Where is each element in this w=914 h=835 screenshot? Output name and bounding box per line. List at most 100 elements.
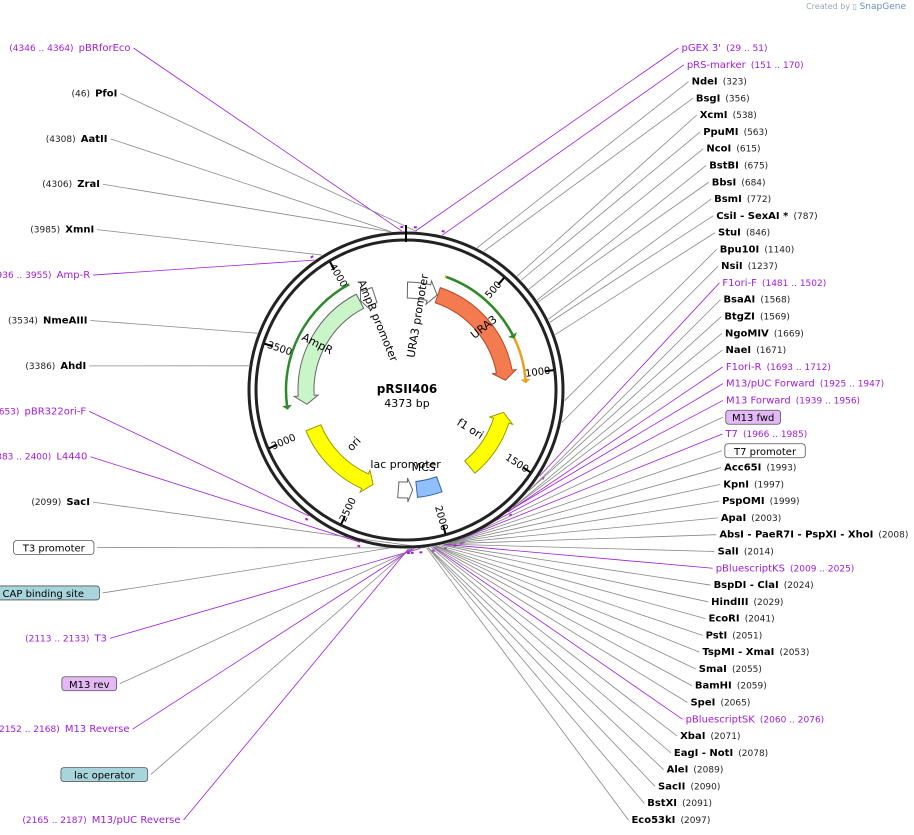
feature-ura3[interactable] <box>434 286 518 381</box>
site-t3-promoter[interactable]: T3 promoter <box>13 540 95 555</box>
site-alei[interactable]: AleI (2089) <box>667 758 724 777</box>
site-bamhi[interactable]: BamHI (2059) <box>695 674 767 693</box>
site-bsgi[interactable]: BsgI (356) <box>696 86 750 105</box>
primer-mark <box>441 230 445 233</box>
tick-mark <box>442 524 447 534</box>
site-cap-binding-site[interactable]: CAP binding site <box>0 585 100 601</box>
site-bpu10i[interactable]: Bpu10I (1140) <box>720 237 795 256</box>
site-xcmi[interactable]: XcmI (538) <box>700 103 757 122</box>
site-apai[interactable]: ApaI (2003) <box>721 506 781 525</box>
site-bstbi[interactable]: BstBI (675) <box>709 153 768 172</box>
site-m13-reverse[interactable]: (2152 .. 2168) M13 Reverse <box>0 717 130 736</box>
site-eagi-noti[interactable]: EagI - NotI (2078) <box>674 741 768 760</box>
site-name: L4440 <box>56 452 87 463</box>
site-name: M13 Forward <box>726 395 791 406</box>
site-bstxi[interactable]: BstXI (2091) <box>647 791 712 810</box>
site-text: XbaI (2071) <box>680 724 740 743</box>
feature-lac-promoter[interactable] <box>397 477 414 503</box>
site-sali[interactable]: SalI (2014) <box>718 539 774 558</box>
site-psti[interactable]: PstI (2051) <box>706 623 763 642</box>
site-position: (1569) <box>760 313 790 323</box>
site-text: SacII (2090) <box>658 774 720 793</box>
site-f1ori-f[interactable]: F1ori-F (1481 .. 1502) <box>722 271 826 290</box>
site-ncoi[interactable]: NcoI (615) <box>706 137 760 156</box>
site-t3[interactable]: (2113 .. 2133) T3 <box>25 626 107 645</box>
feature-f1-ori[interactable] <box>463 411 514 474</box>
site-amp-r[interactable]: (3936 .. 3955) Amp-R <box>0 263 90 282</box>
site-aatii[interactable]: (4308) AatII <box>46 127 108 146</box>
feature-ura3-promoter[interactable] <box>406 279 438 306</box>
site-ppumi[interactable]: PpuMI (563) <box>703 120 768 139</box>
site-ndei[interactable]: NdeI (323) <box>692 70 747 89</box>
site-bbsi[interactable]: BbsI (684) <box>712 170 766 189</box>
site-position: (2029) <box>754 598 784 608</box>
leader-line <box>441 544 709 603</box>
site-name: pBluescriptKS <box>716 563 785 574</box>
feature-ori[interactable] <box>305 424 374 494</box>
site-smai[interactable]: SmaI (2055) <box>699 657 762 676</box>
site-ecori[interactable]: EcoRI (2041) <box>709 607 775 626</box>
site-ngomiv[interactable]: NgoMIV (1669) <box>725 321 804 340</box>
site-pfoi[interactable]: (46) PfoI <box>71 81 117 100</box>
site-name: M13 Reverse <box>65 724 130 735</box>
site-naei[interactable]: NaeI (1671) <box>726 338 787 357</box>
site-nmeaiii[interactable]: (3534) NmeAIII <box>8 308 88 327</box>
site-bspdi-clai[interactable]: BspDI - ClaI (2024) <box>714 573 814 592</box>
site-spei[interactable]: SpeI (2065) <box>690 691 750 710</box>
tick-mark <box>264 342 274 348</box>
site-pbluescriptks[interactable]: pBluescriptKS (2009 .. 2025) <box>716 556 855 575</box>
site-t7[interactable]: T7 (1966 .. 1985) <box>724 422 807 441</box>
site-m13-puc-reverse[interactable]: (2165 .. 2187) M13/pUC Reverse <box>22 808 180 827</box>
leader-line <box>513 349 723 508</box>
site-bsaai[interactable]: BsaAI (1568) <box>723 288 790 307</box>
site-csii-sexai-[interactable]: CsiI - SexAI * (787) <box>716 204 817 223</box>
leader-line <box>561 265 719 423</box>
site-eco53ki[interactable]: Eco53kI (2097) <box>631 808 710 827</box>
site-xbai[interactable]: XbaI (2071) <box>680 724 740 743</box>
site-btgzi[interactable]: BtgZI (1569) <box>724 305 790 324</box>
orf-arrowhead <box>282 404 292 410</box>
site-bsmi[interactable]: BsmI (772) <box>714 187 771 206</box>
site-l4440[interactable]: (2383 .. 2400) L4440 <box>0 445 87 464</box>
feature-ampr[interactable] <box>292 293 365 405</box>
site-text: (2165 .. 2187) M13/pUC Reverse <box>22 808 180 827</box>
site-t7-promoter[interactable]: T7 promoter <box>724 443 806 459</box>
site-lac-operator[interactable]: lac operator <box>60 767 149 782</box>
leader-line <box>119 548 415 685</box>
credit-prefix: Created by <box>806 2 851 11</box>
site-f1ori-r[interactable]: F1ori-R (1693 .. 1712) <box>726 355 831 374</box>
site-pspomi[interactable]: PspOMI (1999) <box>722 489 799 508</box>
site-acc65i[interactable]: Acc65I (1993) <box>724 456 796 475</box>
site-xmni[interactable]: (3985) XmnI <box>30 218 94 237</box>
site-nsii[interactable]: NsiI (1237) <box>721 254 778 273</box>
site-name: T3 promoter <box>22 544 86 555</box>
credit-brand: SnapGene <box>859 2 906 12</box>
site-m13-rev[interactable]: M13 rev <box>61 676 118 692</box>
site-sacii[interactable]: SacII (2090) <box>658 774 720 793</box>
leader-line <box>414 47 679 232</box>
site-m13-puc-forward[interactable]: M13/pUC Forward (1925 .. 1947) <box>726 372 884 391</box>
site-pbr322ori-f[interactable]: (2634 .. 2653) pBR322ori-F <box>0 399 86 418</box>
site-m13-fwd[interactable]: M13 fwd <box>725 409 781 425</box>
site-pbluescriptsk[interactable]: pBluescriptSK (2060 .. 2076) <box>686 707 825 726</box>
site-tspmi-xmai[interactable]: TspMI - XmaI (2053) <box>702 640 809 659</box>
site-pbrforeco[interactable]: (4346 .. 4364) pBRforEco <box>9 36 130 55</box>
site-stui[interactable]: StuI (846) <box>718 221 770 240</box>
site-kpni[interactable]: KpnI (1997) <box>723 472 784 491</box>
site-pgex-3-[interactable]: pGEX 3' (29 .. 51) <box>681 36 767 55</box>
site-saci[interactable]: (2099) SacI <box>31 490 90 509</box>
site-ahdi[interactable]: (3386) AhdI <box>25 354 86 373</box>
feature-ampr-promoter[interactable] <box>359 286 378 310</box>
site-position: (2055) <box>732 665 762 675</box>
site-m13-forward[interactable]: M13 Forward (1939 .. 1956) <box>726 388 860 407</box>
site-name: BtgZI <box>724 312 755 323</box>
site-position: (684) <box>741 178 765 188</box>
site-hindiii[interactable]: HindIII (2029) <box>711 590 783 609</box>
leader-line <box>458 416 723 541</box>
feature-mcs[interactable] <box>415 476 443 498</box>
tick-label: 2500 <box>338 496 359 524</box>
site-zrai[interactable]: (4306) ZraI <box>42 172 100 191</box>
site-absi-paer7i-pspxi-xhoi[interactable]: AbsI - PaeR7I - PspXI - XhoI (2008) <box>719 523 908 542</box>
site-position: (1966 .. 1985) <box>743 430 807 440</box>
site-prs-marker[interactable]: pRS-marker (151 .. 170) <box>687 53 804 72</box>
